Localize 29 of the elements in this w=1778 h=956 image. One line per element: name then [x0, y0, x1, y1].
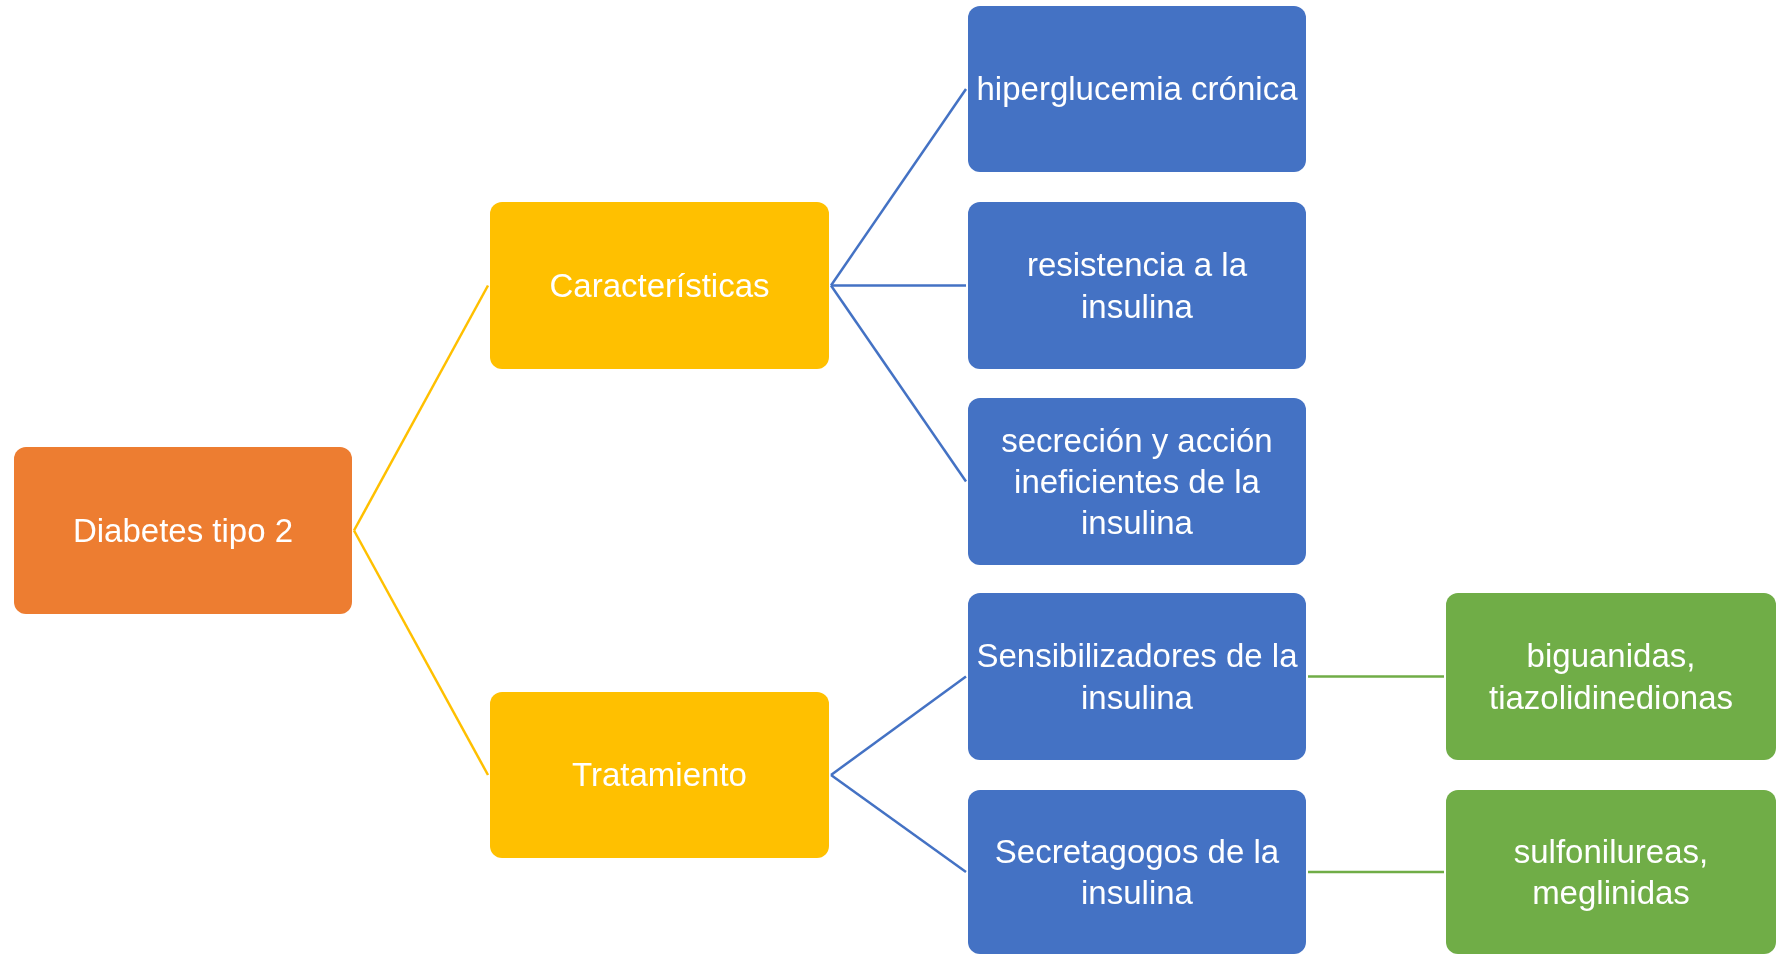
root-box: [14, 447, 352, 614]
node-label: Tratamiento: [572, 755, 747, 796]
connector-line: [829, 284, 968, 483]
connector-line: [352, 284, 490, 532]
node-label: sulfonilureas, meglinidas: [1512, 831, 1710, 913]
connector-line: [829, 88, 968, 287]
node-label: resistencia a la insulina: [1025, 245, 1249, 327]
connector-line: [1308, 675, 1444, 678]
node-label: Diabetes tipo 2: [72, 510, 294, 551]
node-label: secreción y acción ineficientes de la insulina: [1000, 420, 1274, 544]
characteristic-box: [968, 398, 1306, 565]
node-label: Características: [549, 265, 770, 306]
node-label: Sensibilizadores de la insulina: [975, 636, 1299, 718]
characteristic-box: [968, 202, 1306, 369]
node-label: biguanidas, tiazolidinedionas: [1488, 636, 1734, 718]
drug-class-box: [968, 593, 1306, 760]
characteristic-box: [968, 6, 1306, 172]
connector-line: [830, 675, 967, 776]
drug-class-box: [968, 790, 1306, 954]
drug-examples-box: [1446, 593, 1776, 760]
connector-line: [352, 529, 490, 776]
connector-line: [831, 284, 966, 287]
connector-line: [830, 774, 967, 873]
category-box: [490, 202, 829, 369]
node-label: hiperglucemia crónica: [976, 69, 1298, 110]
category-box: [490, 692, 829, 858]
drug-examples-box: [1446, 790, 1776, 954]
connector-line: [1308, 870, 1444, 874]
node-label: Secretagogos de la insulina: [993, 831, 1281, 913]
